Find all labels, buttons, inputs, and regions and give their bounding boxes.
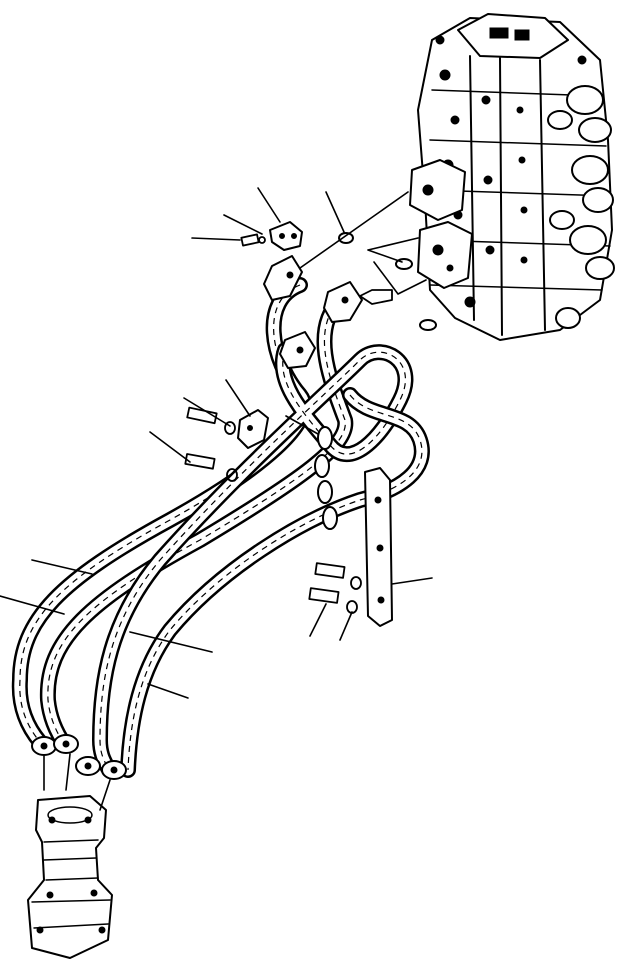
elbow-fitting	[263, 255, 363, 369]
control-valve	[409, 13, 615, 341]
callout-leaders	[0, 187, 433, 811]
clamp-bracket	[237, 409, 269, 449]
o-ring	[338, 232, 437, 331]
swivel-joint	[27, 795, 113, 959]
swivel-fittings	[31, 734, 127, 780]
hose-support-plate	[364, 467, 393, 627]
valve-spool-caps	[547, 85, 615, 329]
bolts-mid-left	[184, 406, 238, 482]
mounting-bolt	[240, 233, 266, 247]
flange-half	[269, 221, 303, 251]
washer	[308, 562, 362, 614]
hose-clamp	[314, 426, 338, 530]
